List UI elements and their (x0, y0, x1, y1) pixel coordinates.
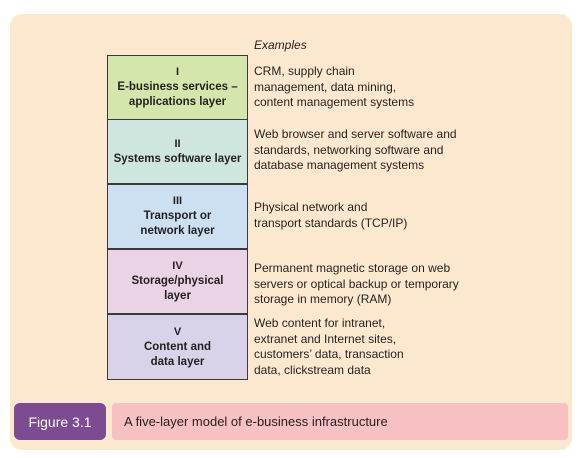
layer-name-line: data layer (150, 355, 205, 368)
layer-name-line: Systems software layer (113, 152, 242, 165)
layer-2-box: II Systems software layer (107, 119, 248, 184)
layer-numeral: I (175, 66, 180, 78)
example-line: Web browser and server software and (254, 127, 457, 141)
layer-1-examples: CRM, supply chain management, data minin… (254, 64, 504, 111)
layer-name-line: network layer (140, 225, 215, 237)
example-line: customers’ data, transaction (254, 347, 404, 361)
figure-label: Figure 3.1 (28, 413, 92, 430)
layer-name-line: layer (164, 290, 191, 302)
layer-numeral: II (174, 137, 181, 150)
layer-4-box: IV Storage/physical layer (107, 249, 248, 314)
example-line: data, clickstream data (254, 362, 371, 377)
layer-1-box: I E-business services – applications lay… (107, 55, 248, 120)
example-line: servers or optical backup or temporary (254, 276, 459, 291)
example-line: storage in memory (RAM) (254, 292, 392, 306)
example-line: standards, networking software and (254, 142, 444, 157)
example-line: database management systems (254, 158, 425, 172)
layer-name-line: Storage/physical (131, 275, 224, 287)
layer-name-line: applications layer (128, 96, 227, 108)
example-line: management, data mining, (254, 79, 397, 94)
layer-numeral: III (172, 195, 183, 207)
layer-5-box: V Content and data layer (107, 314, 248, 380)
layer-name-line: Transport or (143, 210, 212, 222)
layer-name-line: E-business services – (117, 81, 238, 93)
example-line: Permanent magnetic storage on web (254, 261, 451, 275)
example-line: CRM, supply chain (254, 64, 355, 78)
example-line: content management systems (254, 95, 415, 109)
layer-5-examples: Web content for intranet, extranet and I… (254, 316, 504, 378)
example-line: extranet and Internet sites, (254, 331, 397, 346)
examples-heading: Examples (254, 38, 307, 52)
layer-name-line: Content and (143, 340, 212, 353)
figure-caption-bar: A five-layer model of e-business infrast… (112, 403, 568, 440)
layer-numeral: IV (172, 260, 183, 272)
layer-2-examples: Web browser and server software and stan… (254, 127, 504, 174)
layer-numeral: V (173, 325, 182, 338)
figure-panel (10, 14, 572, 450)
layer-3-box: III Transport or network layer (107, 184, 248, 249)
layer-4-examples: Permanent magnetic storage on web server… (254, 261, 504, 308)
layer-3-examples: Physical network and transport standards… (254, 200, 504, 231)
example-line: transport standards (TCP/IP) (254, 215, 408, 230)
figure-label-badge: Figure 3.1 (14, 403, 106, 440)
figure-caption: A five-layer model of e-business infrast… (124, 414, 388, 429)
example-line: Web content for intranet, (254, 316, 386, 330)
example-line: Physical network and (254, 200, 368, 214)
